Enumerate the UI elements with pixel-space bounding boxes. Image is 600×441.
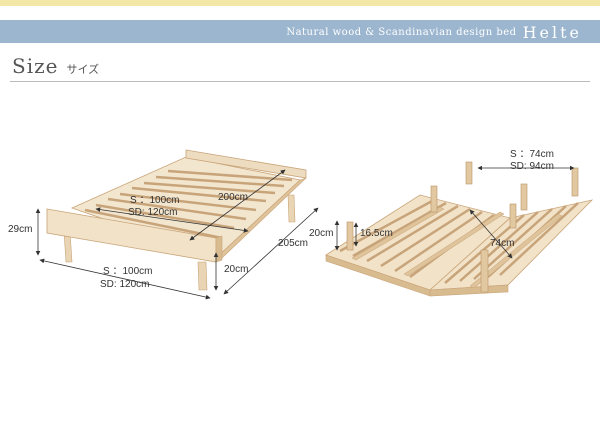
floor-dimension-labels: S ：74cm SD: 94cm 20cm 16.5cm 74cm: [309, 149, 554, 249]
floor-leg-7: [480, 249, 489, 293]
floor-rail-3: [469, 213, 563, 289]
floor-leg-1: [346, 221, 354, 251]
section-title-en: Size: [12, 54, 59, 78]
banner-text: Natural wood & Scandinavian design bed H…: [286, 21, 582, 44]
floor-dimension-lines: [334, 165, 575, 259]
floor-rail-1: [351, 206, 445, 261]
label-floor-leg-height: 20cm: [309, 228, 333, 239]
bed-leg-front-right: [197, 261, 208, 291]
label-slat-width-sd: SD: 120cm: [128, 207, 177, 218]
assembled-bed-illustration: [46, 149, 307, 291]
floor-leg-4: [520, 183, 528, 211]
section-title-jp: サイズ: [66, 64, 100, 76]
header-banner: Natural wood & Scandinavian design bed H…: [0, 20, 600, 43]
floor-leg-2: [465, 161, 473, 185]
label-floor-half-width: 74cm: [490, 238, 514, 249]
label-bed-width-s: S ：100cm: [103, 266, 152, 277]
floor-leg-3: [430, 185, 438, 213]
section-title: Size サイズ: [12, 54, 99, 78]
label-slat-width-s: S ：100cm: [130, 195, 179, 206]
label-bed-width-sd: SD: 120cm: [100, 279, 149, 290]
label-leg-height: 20cm: [224, 264, 248, 275]
assembled-dimension-labels: 29cm S ：100cm SD: 120cm S ：100cm SD: 120…: [8, 192, 308, 290]
label-floor-leg-inner-height: 16.5cm: [360, 228, 393, 239]
label-bed-length: 205cm: [278, 238, 308, 249]
banner-tagline: Natural wood & Scandinavian design bed: [286, 27, 517, 38]
label-slat-length: 200cm: [218, 192, 248, 203]
bed-footboard-edge: [215, 235, 223, 263]
title-divider: [10, 81, 590, 82]
bed-leg-back-right: [287, 194, 296, 223]
floor-leg-5: [509, 203, 517, 229]
top-accent-gap: [0, 6, 600, 8]
banner-brand: Helte: [522, 23, 582, 42]
label-bed-height: 29cm: [8, 224, 32, 235]
assembled-dimension-lines: [35, 169, 319, 300]
label-floor-width-s: S ：74cm: [510, 149, 554, 160]
floor-leg-6: [571, 167, 579, 197]
top-accent-stripe: [0, 0, 600, 6]
label-floor-width-sd: SD: 94cm: [510, 161, 554, 172]
